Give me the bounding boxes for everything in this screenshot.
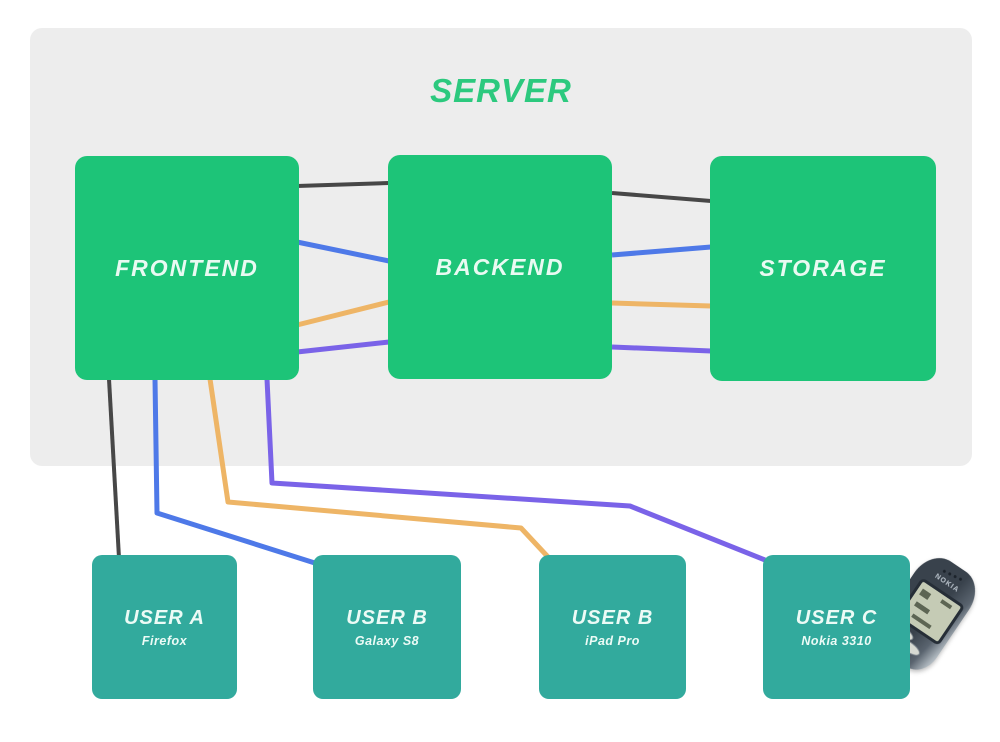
user-name: USER B	[571, 606, 654, 629]
user-box-b-ipad-pro: USER B iPad Pro	[539, 555, 686, 699]
edge-backend-to-storage	[611, 344, 712, 354]
user-name: USER A	[124, 606, 205, 629]
user-box-c: USER C Nokia 3310	[763, 555, 910, 699]
user-box-a: USER A Firefox	[92, 555, 237, 699]
user-device: iPad Pro	[585, 633, 640, 648]
user-name: USER B	[346, 606, 428, 629]
user-name: USER C	[795, 606, 878, 629]
edge-backend-to-storage	[611, 191, 712, 203]
edge-backend-to-storage	[611, 300, 712, 309]
edge-frontend-to-backend	[296, 339, 390, 355]
user-box-b-galaxy-s8: USER B Galaxy S8	[313, 555, 461, 699]
edge-frontend-to-backend	[296, 299, 390, 328]
edge-backend-to-storage	[611, 244, 712, 258]
node-backend: BACKEND	[388, 155, 612, 379]
user-device: Firefox	[141, 633, 188, 648]
edge-frontend-to-backend	[296, 181, 390, 188]
user-device: Galaxy S8	[354, 633, 420, 648]
user-device: Nokia 3310	[801, 633, 872, 648]
edge-frontend-to-backend	[296, 239, 390, 264]
edge-frontend-to-user-b-ipad-pro	[207, 378, 551, 560]
edge-frontend-to-user-b-galaxy-s8	[152, 378, 319, 567]
node-storage-label: STORAGE	[759, 255, 887, 281]
node-storage: STORAGE	[710, 156, 936, 381]
node-backend-label: BACKEND	[435, 253, 565, 280]
edge-frontend-to-user-a-firefox	[107, 378, 121, 559]
server-title: SERVER	[430, 72, 572, 109]
node-frontend-label: FRONTEND	[115, 254, 259, 281]
node-frontend: FRONTEND	[75, 156, 299, 380]
edge-frontend-to-user-c-nokia-3310	[264, 378, 766, 563]
